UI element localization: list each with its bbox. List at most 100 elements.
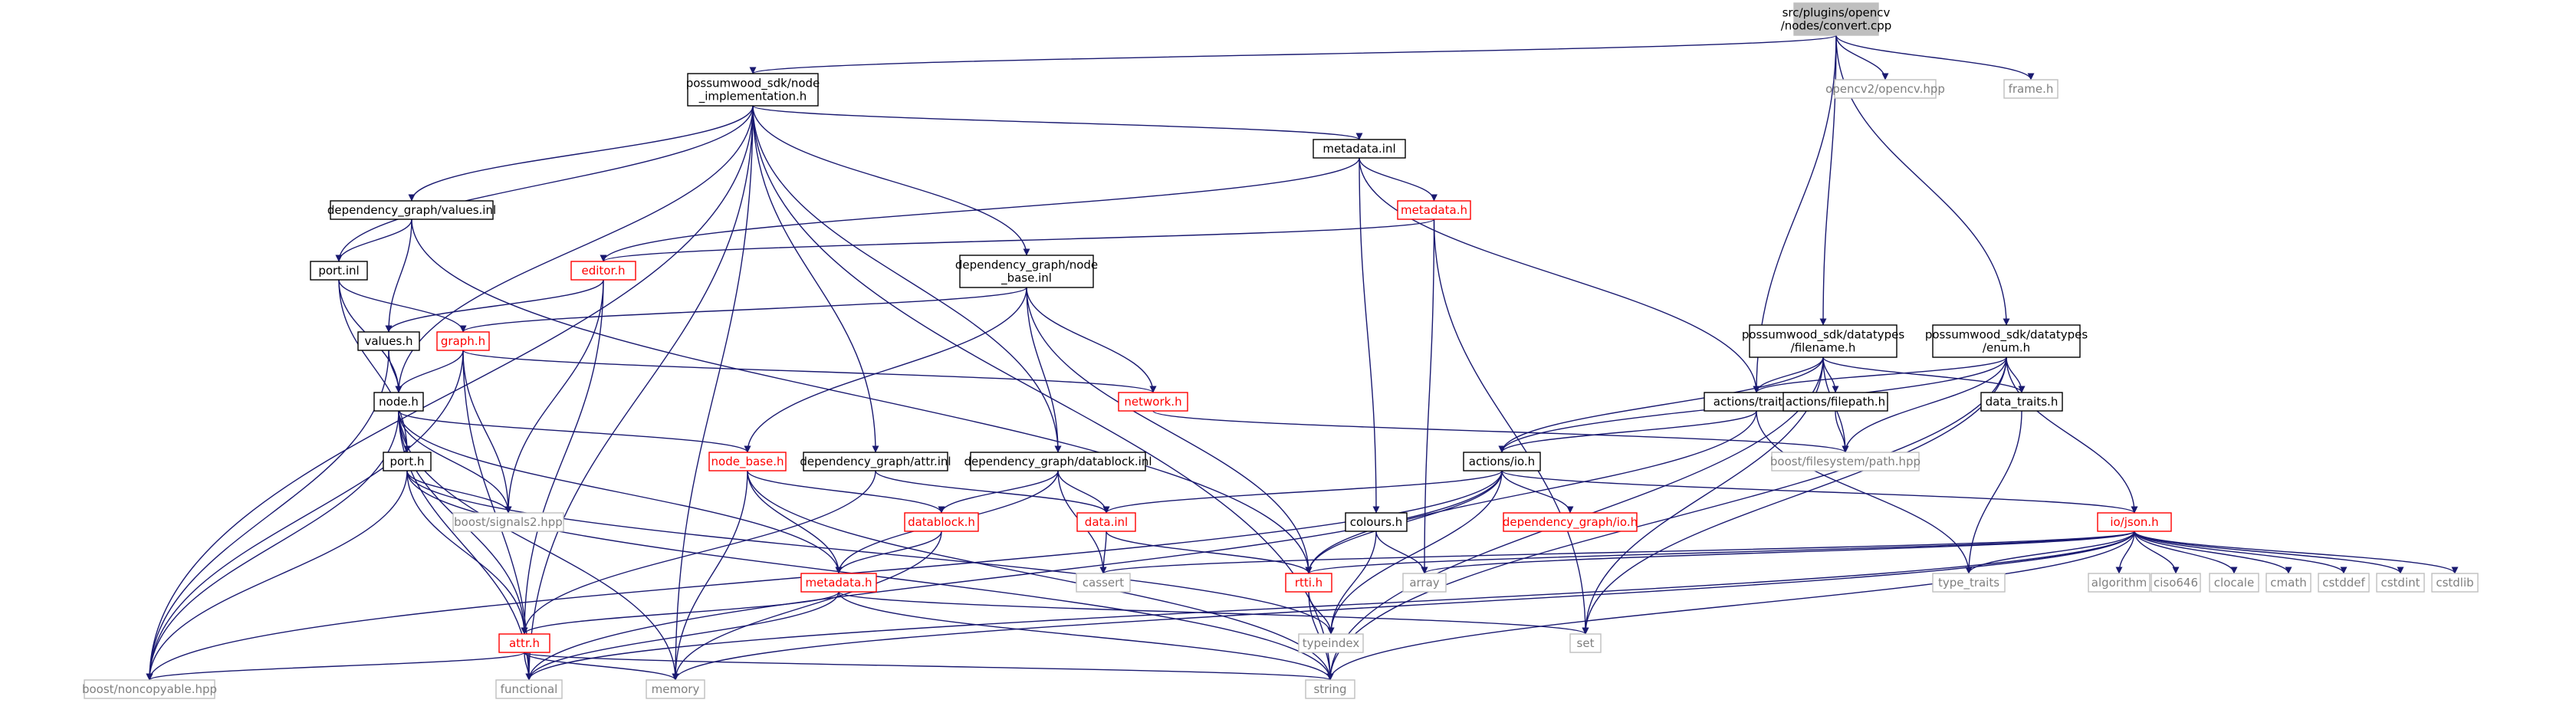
node-box	[1980, 392, 2063, 412]
node-label: algorithm	[2091, 576, 2147, 590]
node-datatraits[interactable]: data_traits.h	[1980, 392, 2063, 412]
node-label: network.h	[1124, 395, 1181, 409]
node-nodebaseh[interactable]: node_base.h	[708, 452, 787, 471]
node-datainl[interactable]: data.inl	[1076, 512, 1136, 532]
node-frameh[interactable]: frame.h	[2003, 79, 2058, 99]
edge-iojson-to-cstdint	[2134, 531, 2404, 574]
node-metah2[interactable]: metadata.h	[800, 573, 877, 593]
edge-nodebaseh-to-metah2	[747, 470, 843, 574]
edge-nodeimpl-to-depnodebase	[752, 105, 1030, 256]
node-depdatablock[interactable]: dependency_graph/datablock.inl	[964, 452, 1152, 471]
edge-graphh-to-networkh	[462, 350, 1157, 393]
node-memory[interactable]: memory	[646, 679, 705, 699]
node-valuesh[interactable]: values.h	[357, 331, 420, 351]
node-label: node.h	[379, 395, 419, 409]
node-opencvhpp[interactable]: opencv2/opencv.hpp	[1825, 79, 1945, 99]
node-graphh[interactable]: graph.h	[436, 331, 490, 351]
edge-datainl-to-cassert	[1099, 531, 1107, 574]
node-label: actions/traits.h	[1714, 395, 1799, 409]
node-label: /enum.h	[1983, 341, 2030, 355]
node-cstdint[interactable]: cstdint	[2376, 573, 2425, 593]
edge-nodebaseh-to-datablockh	[747, 470, 945, 514]
node-box	[2097, 512, 2172, 532]
node-box	[1834, 79, 1937, 99]
edge-editorh-to-attrh	[521, 279, 604, 635]
node-actionsio[interactable]: actions/io.h	[1463, 452, 1541, 471]
node-signals2[interactable]: boost/signals2.hpp	[452, 512, 564, 532]
edge-metah2-to-attrh	[521, 591, 840, 635]
edge-porth-to-noncopyable	[146, 470, 408, 681]
node-box	[495, 679, 563, 699]
node-porth[interactable]: port.h	[383, 452, 432, 471]
node-metah1[interactable]: metadata.h	[1397, 200, 1471, 220]
node-actionsfilepath[interactable]: actions/filepath.h	[1783, 392, 1888, 412]
node-coloursh[interactable]: colours.h	[1345, 512, 1408, 532]
node-label: boost/signals2.hpp	[454, 515, 563, 529]
node-label: data_traits.h	[1986, 395, 2058, 409]
node-nodeh[interactable]: node.h	[373, 392, 424, 412]
node-depio[interactable]: dependency_graph/io.h	[1503, 512, 1638, 532]
node-cstddef[interactable]: cstddef	[2318, 573, 2370, 593]
node-set[interactable]: set	[1569, 633, 1602, 653]
node-box	[436, 331, 490, 351]
edge-attrh-to-noncopyable	[146, 652, 525, 681]
node-box	[1076, 573, 1131, 593]
edge-porth-to-attrh	[406, 470, 528, 635]
node-editorh[interactable]: editor.h	[570, 261, 636, 281]
node-filenameh[interactable]: possumwood_sdk/datatypes/filename.h	[1742, 324, 1904, 358]
node-label: cmath	[2270, 576, 2306, 590]
node-noncopyable[interactable]: boost/noncopyable.hpp	[82, 679, 217, 699]
node-label: rtti.h	[1295, 576, 1322, 590]
edge-metainl-to-editorh	[600, 157, 1360, 262]
node-label: _base.inl	[1001, 271, 1052, 286]
node-box	[357, 331, 420, 351]
node-rttih[interactable]: rtti.h	[1285, 573, 1332, 593]
node-box	[1313, 139, 1406, 159]
edge-porth-to-signals2	[406, 470, 512, 514]
node-label: possumwood_sdk/datatypes	[1742, 328, 1904, 343]
node-ciso646[interactable]: ciso646	[2150, 573, 2201, 593]
node-box	[687, 73, 819, 107]
node-label: possumwood_sdk/datatypes	[1925, 328, 2088, 343]
node-functional[interactable]: functional	[495, 679, 563, 699]
node-cmath[interactable]: cmath	[2266, 573, 2312, 593]
edge-root-to-nodeimpl	[750, 34, 1837, 74]
edge-nodeh-to-noncopyable	[146, 410, 399, 681]
edge-networkh-to-boostpath	[1152, 410, 1849, 453]
node-cstdlib[interactable]: cstdlib	[2431, 573, 2479, 593]
edge-graphh-to-nodeh	[395, 350, 464, 393]
node-label: _implementation.h	[698, 90, 807, 104]
node-nodeimpl[interactable]: possumwood_sdk/node_implementation.h	[686, 73, 820, 107]
node-networkh[interactable]: network.h	[1118, 392, 1188, 412]
node-array[interactable]: array	[1402, 573, 1447, 593]
node-label: editor.h	[581, 264, 625, 278]
node-clocale[interactable]: clocale	[2209, 573, 2259, 593]
node-depattr[interactable]: dependency_graph/attr.inl	[800, 452, 951, 471]
edge-root-to-frameh	[1835, 34, 2035, 80]
node-box	[1397, 200, 1471, 220]
edge-depnodebase-to-graphh	[459, 287, 1027, 333]
node-label: ciso646	[2154, 576, 2198, 590]
node-typeindex[interactable]: typeindex	[1298, 633, 1364, 653]
node-enumh[interactable]: possumwood_sdk/datatypes/enum.h	[1925, 324, 2088, 358]
edge-depnodebase-to-depdatablock	[1026, 287, 1062, 453]
node-label: actions/io.h	[1469, 455, 1535, 468]
node-metainl[interactable]: metadata.inl	[1313, 139, 1406, 159]
node-boostpath[interactable]: boost/filesystem/path.hpp	[1770, 452, 1921, 471]
node-root[interactable]: src/plugins/opencv/nodes/convert.cpp	[1781, 2, 1892, 36]
node-iojson[interactable]: io/json.h	[2097, 512, 2172, 532]
node-datablockh[interactable]: datablock.h	[904, 512, 979, 532]
node-algorithm[interactable]: algorithm	[2088, 573, 2150, 593]
edge-iojson-to-rttih	[1305, 531, 2135, 574]
edge-nodebaseh-to-memory	[672, 470, 748, 681]
node-depnodebase[interactable]: dependency_graph/node_base.inl	[955, 255, 1098, 288]
node-portinl[interactable]: port.inl	[310, 261, 368, 281]
node-box	[708, 452, 787, 471]
node-depvalues[interactable]: dependency_graph/values.inl	[327, 200, 496, 220]
node-string[interactable]: string	[1305, 679, 1355, 699]
node-typetraits[interactable]: type_traits	[1932, 573, 2006, 593]
node-attrh[interactable]: attr.h	[498, 633, 550, 653]
edge-metah2-to-set	[838, 591, 1589, 635]
edge-graphh-to-noncopyable	[146, 350, 464, 681]
node-cassert[interactable]: cassert	[1076, 573, 1131, 593]
